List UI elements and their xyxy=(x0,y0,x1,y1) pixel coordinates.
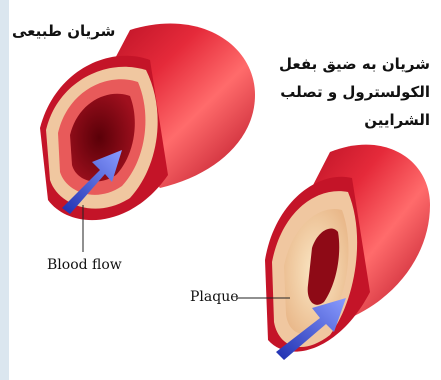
blood-flow-label: Blood flow xyxy=(47,257,122,273)
narrowed-artery-label: شریان به ضیق بفعل الكولسترول و تصلب الشر… xyxy=(240,50,430,134)
narrowed-artery xyxy=(236,145,430,360)
normal-artery xyxy=(40,24,255,252)
plaque-label: Plaque xyxy=(190,289,239,305)
normal-artery-label: شریان طبیعی xyxy=(12,22,115,40)
